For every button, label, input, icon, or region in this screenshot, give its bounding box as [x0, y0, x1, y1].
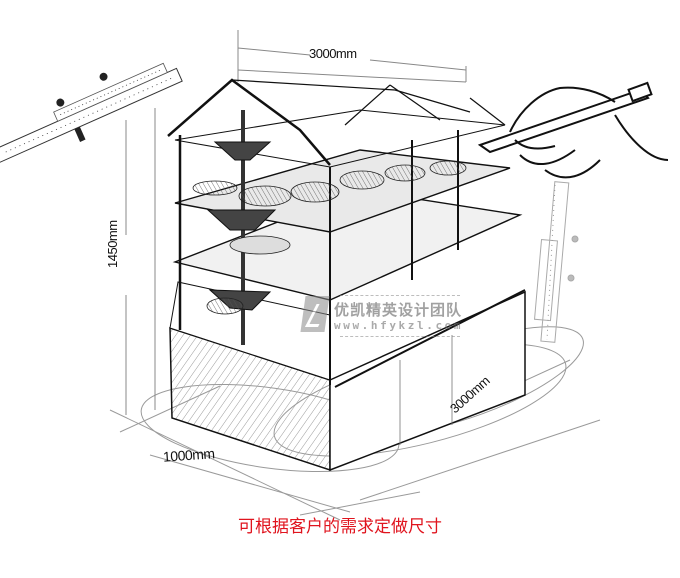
cabinet-upper: [167, 78, 523, 385]
watermark: 优凯精英设计团队 www.hfykzl.com: [300, 292, 480, 342]
caption: 可根据客户的需求定做尺寸: [238, 517, 442, 537]
cabinet-base: [169, 281, 526, 472]
watermark-logo-icon: [300, 296, 330, 332]
watermark-url: www.hfykzl.com: [334, 319, 464, 332]
dimension-height: 1450mm: [105, 220, 120, 268]
dimension-width-top: 3000mm: [309, 46, 357, 61]
dimension-lines: [125, 30, 467, 415]
watermark-ornament: [340, 295, 460, 296]
hand-with-pencil: [477, 81, 669, 179]
ruler-left: [0, 62, 183, 164]
watermark-ornament: [340, 336, 460, 337]
watermark-title: 优凯精英设计团队: [334, 301, 463, 319]
pastries: [192, 160, 467, 315]
ruler-right: [533, 181, 579, 343]
